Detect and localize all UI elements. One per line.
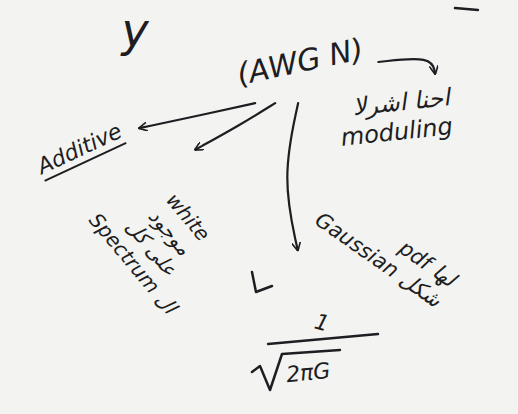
note-cluster: (AWG N) bbox=[227, 26, 373, 98]
handwritten-label: 1 bbox=[312, 308, 332, 336]
note-cluster: Additive bbox=[26, 112, 134, 188]
arrow-connector bbox=[139, 103, 255, 128]
dash-mark bbox=[455, 8, 478, 10]
handwritten-label: y bbox=[122, 3, 149, 57]
note-cluster: احنا اشرلاmoduling bbox=[330, 79, 460, 157]
note-cluster: لها pdfشكل Gaussian bbox=[303, 180, 468, 320]
note-cluster: whiteموجودعلى كلال Spectrum bbox=[77, 155, 244, 326]
arrow-connector bbox=[287, 103, 298, 250]
sqrt-symbol bbox=[252, 350, 340, 390]
arrow-connector bbox=[195, 103, 275, 150]
handwritten-label: 2πG bbox=[285, 357, 332, 386]
corner-mark bbox=[252, 272, 272, 292]
arrow-connector bbox=[378, 59, 435, 74]
handwritten-text: Additive bbox=[33, 118, 127, 182]
handwritten-text: (AWG N) bbox=[234, 31, 367, 93]
